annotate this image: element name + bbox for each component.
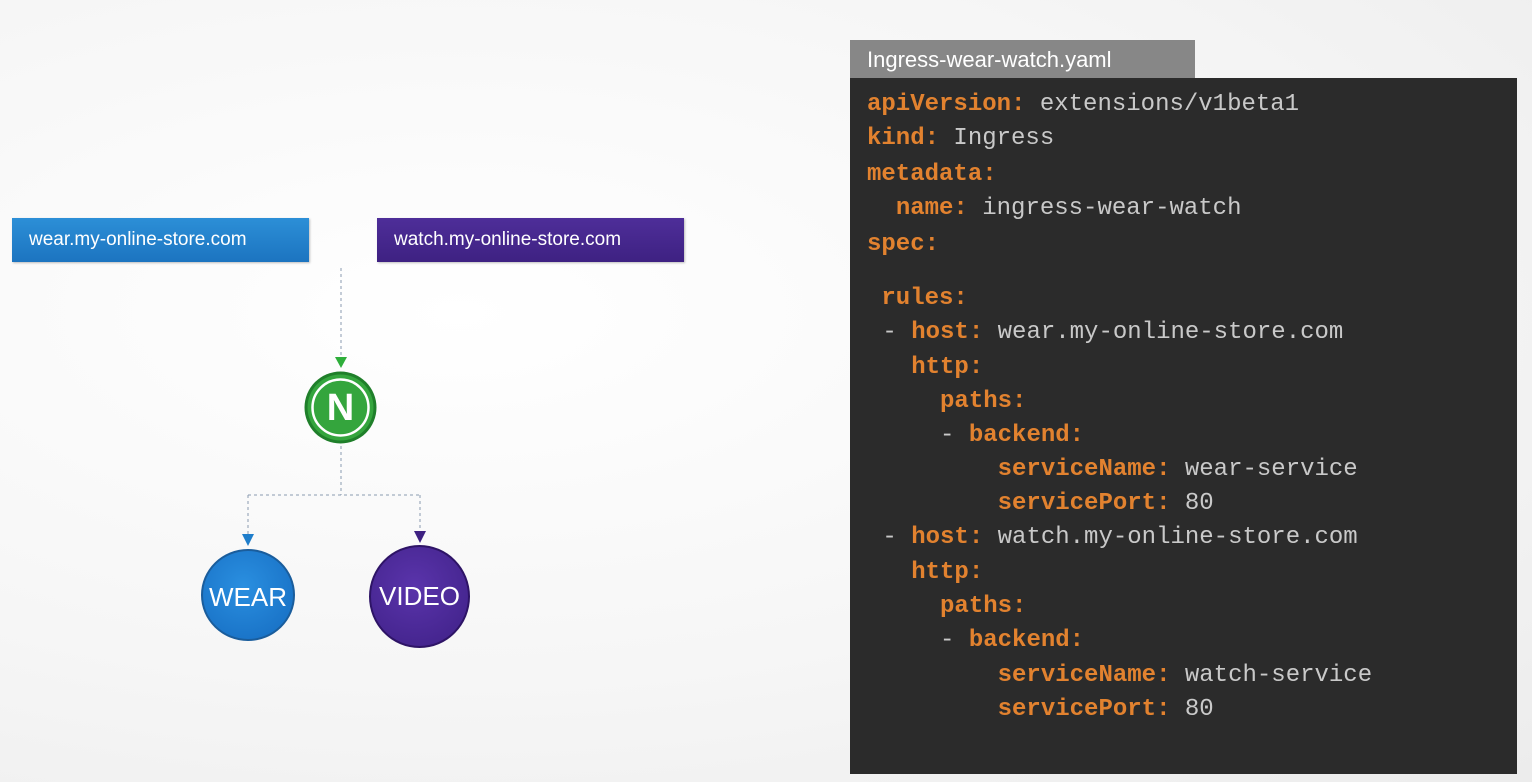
yaml-line: paths: [868,385,1026,419]
yaml-colon: : [953,285,968,312]
yaml-indent [868,662,998,689]
yaml-colon: : [968,559,984,586]
yaml-line: - backend: [868,419,1084,453]
yaml-line: - backend: [868,624,1084,658]
yaml-colon: : [924,125,940,152]
yaml-colon: : [968,319,984,346]
yaml-key: servicePort [997,490,1157,517]
yaml-key: host [911,319,969,346]
yaml-colon: : [982,161,997,188]
yaml-indent [868,456,998,483]
yaml-colon: : [968,524,984,551]
yaml-value: extensions/v1beta1 [1039,91,1300,118]
yaml-line: spec: [867,228,939,262]
yaml-line: metadata: [867,158,997,192]
yaml-colon: : [1069,627,1085,654]
yaml-value: watch.my-online-store.com [997,524,1358,551]
yaml-colon: : [1156,696,1171,723]
wear-service-node: WEAR [201,549,295,641]
yaml-colon: : [1012,388,1027,415]
yaml-key: apiVersion [867,91,1012,118]
yaml-line: - host: watch.my-online-store.com [868,521,1358,555]
yaml-key: serviceName [997,456,1157,483]
yaml-value: 80 [1184,490,1214,517]
watch-host-label: watch.my-online-store.com [377,218,684,262]
yaml-value: wear-service [1184,456,1358,483]
yaml-indent: - [868,319,912,346]
yaml-line: serviceName: watch-service [868,659,1372,693]
yaml-line: serviceName: wear-service [868,453,1358,487]
yaml-value: wear.my-online-store.com [997,319,1344,346]
yaml-colon: : [1069,422,1085,449]
yaml-indent [868,559,911,586]
yaml-value: 80 [1184,696,1214,723]
yaml-indent: - [868,422,969,449]
yaml-indent [868,490,998,517]
wear-host-label: wear.my-online-store.com [12,218,309,262]
yaml-key: kind [867,125,925,152]
yaml-indent [868,354,911,381]
yaml-key: serviceName [997,662,1157,689]
yaml-line: name: ingress-wear-watch [867,192,1242,226]
yaml-line: apiVersion: extensions/v1beta1 [867,88,1299,122]
yaml-key: name [895,195,954,222]
yaml-value: watch-service [1184,662,1373,689]
yaml-key: rules [881,285,954,312]
yaml-colon: : [1012,593,1027,620]
video-arrow [414,531,426,543]
yaml-line: servicePort: 80 [868,487,1214,521]
nginx-icon-letter: N [327,387,354,429]
yaml-line: kind: Ingress [867,122,1054,156]
yaml-key: paths [940,388,1013,415]
yaml-line: - host: wear.my-online-store.com [868,316,1343,350]
nginx-icon: N [304,371,377,444]
yaml-key: http [911,354,969,381]
yaml-line: http: [868,556,983,590]
yaml-key: metadata [867,161,983,188]
yaml-colon: : [924,231,940,258]
yaml-key: servicePort [997,696,1157,723]
yaml-indent [868,388,940,415]
wear-arrow [242,534,254,546]
yaml-key: backend [968,422,1070,449]
yaml-line: paths: [868,590,1026,624]
yaml-key: host [911,524,969,551]
yaml-colon: : [1156,662,1171,689]
yaml-colon: : [968,354,984,381]
yaml-indent: - [868,524,912,551]
yaml-colon: : [953,195,968,222]
video-service-node: VIDEO [369,545,470,648]
yaml-indent [868,696,998,723]
yaml-key: http [911,559,969,586]
yaml-line: rules: [867,282,968,316]
yaml-value: Ingress [953,125,1055,152]
yaml-value: ingress-wear-watch [982,195,1242,222]
yaml-line: http: [868,351,983,385]
code-filename-tab: Ingress-wear-watch.yaml [850,40,1195,78]
yaml-key: backend [968,627,1070,654]
yaml-indent: - [868,627,969,654]
yaml-colon: : [1156,456,1171,483]
yaml-key: paths [940,593,1013,620]
yaml-indent [867,285,881,312]
yaml-indent [868,593,940,620]
yaml-line: servicePort: 80 [868,693,1214,727]
yaml-colon: : [1011,91,1026,118]
connector-lines [242,268,426,546]
yaml-colon: : [1156,490,1171,517]
ingress-inbound-arrow [335,357,347,368]
yaml-key: spec [867,231,925,258]
yaml-indent [867,195,896,222]
